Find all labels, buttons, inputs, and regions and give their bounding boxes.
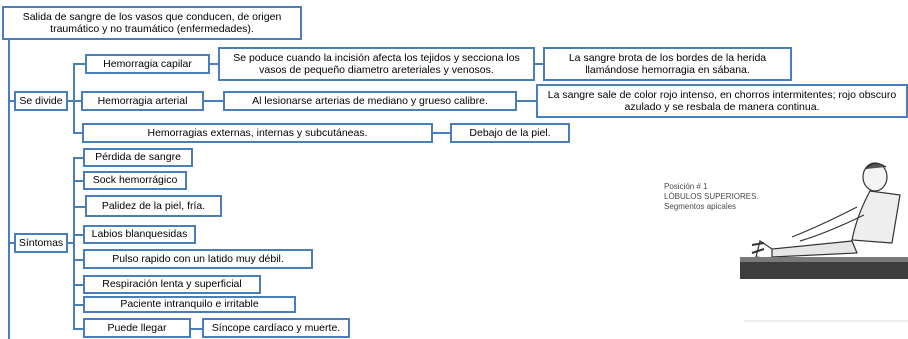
arterial-detail-box: La sangre sale de color rojo intenso, en… [536,84,908,118]
capilar-description-box: Se poduce cuando la incisión afecta los … [218,47,535,81]
connector-sintoma-3 [73,206,85,208]
hemorragia-capilar-box: Hemorragia capilar [85,54,210,74]
connector-sintoma-4 [73,234,83,236]
puede-llegar-detail-box: Síncope cardíaco y muerte. [202,318,350,338]
main-spine [8,20,10,339]
hemorragias-externas-box: Hemorragias externas, internas y subcutá… [82,123,433,143]
figure-caption-line-2: LÓBULOS SUPERIORES. [664,192,759,201]
sintomas-box: Síntomas [14,233,68,253]
connector-arterial [73,100,81,102]
sintoma-item: Pérdida de sangre [83,148,193,167]
definition-box: Salida de sangre de los vasos que conduc… [2,6,302,40]
externas-detail-box: Debajo de la piel. [450,123,570,143]
seated-person-drawing [751,162,901,260]
connector-sintomas-out [67,242,74,244]
connector-sintoma-6 [73,284,83,286]
connector-divide-out [67,100,74,102]
capilar-detail-box: La sangre brota de los bordes de la heri… [543,47,792,81]
connector-capilar-detail [534,63,543,65]
connector-externas-detail [432,132,450,134]
connector-se-divide [8,100,14,102]
connector-externas [73,132,82,134]
divide-spine [73,63,75,134]
sintomas-spine [73,157,75,328]
exercise-bed [740,257,908,279]
connector-arterial-desc [203,100,223,102]
connector-puede-llegar-detail [190,328,202,330]
sintoma-item: Sock hemorrágico [83,171,187,190]
connector-capilar [73,63,85,65]
exercise-illustration: Posición # 1 LÓBULOS SUPERIORES. Segment… [652,145,908,339]
se-divide-box: Se divide [14,91,68,111]
sintoma-item: Paciente intranquilo e irritable [83,296,296,313]
sintoma-item: Respiración lenta y superficial [83,275,261,294]
puede-llegar-box: Puede llegar [83,318,191,338]
figure-caption-line-1: Posición # 1 [664,182,708,191]
arterial-description-box: Al lesionarse arterias de mediano y grue… [223,91,517,111]
sintoma-item: Labios blanquesidas [83,225,196,244]
sintoma-item: Pulso rapido con un latido muy débil. [83,249,313,269]
connector-sintoma-1 [73,157,83,159]
connector-puede-llegar [73,328,83,330]
connector-arterial-detail [516,100,536,102]
connector-sintoma-5 [73,259,83,261]
hemorragia-arterial-box: Hemorragia arterial [81,91,204,111]
connector-sintoma-7 [73,304,83,306]
connector-sintoma-2 [73,180,83,182]
sintoma-item: Palidez de la piel, fría. [85,195,222,217]
connector-capilar-desc [209,63,218,65]
connector-sintomas [8,242,14,244]
figure-caption-line-3: Segmentos apicales [664,202,736,211]
